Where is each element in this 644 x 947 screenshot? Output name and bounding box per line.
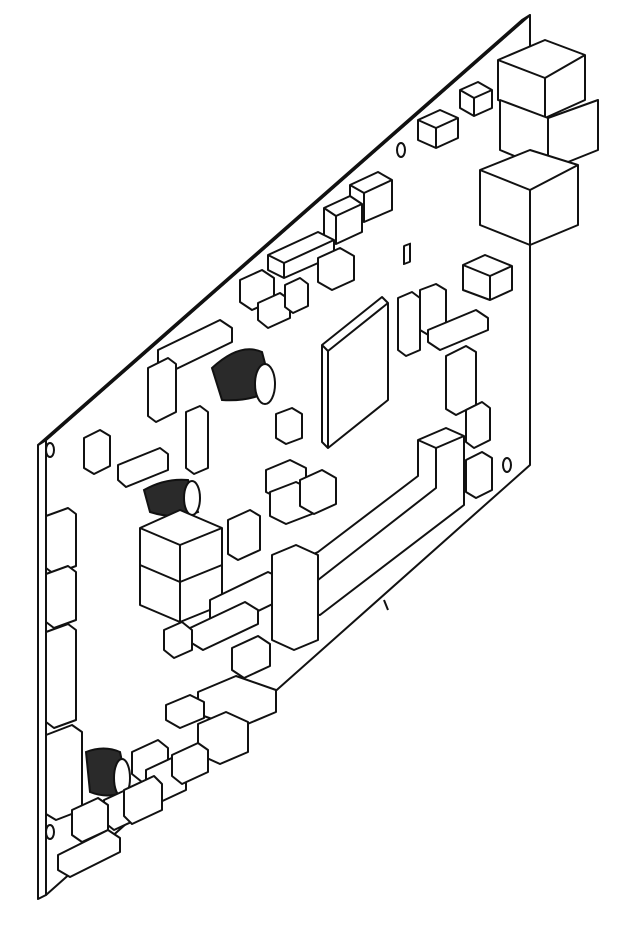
- board-mark: [383, 599, 389, 611]
- left-edge-connectors: [45, 507, 83, 821]
- top-edge-components: [147, 81, 493, 423]
- mounting-hole-left-bottom: [45, 824, 55, 840]
- main-ic-chip: [321, 296, 389, 449]
- middle-components: [83, 405, 337, 561]
- mounting-hole-left-top: [45, 442, 55, 458]
- right-side-components: [397, 254, 513, 499]
- capacitor-middle-cap: [183, 480, 201, 516]
- pcb-edge: [37, 439, 47, 900]
- mounting-hole-right: [502, 457, 512, 473]
- lower-components: [163, 544, 319, 765]
- capacitors: [84, 348, 276, 798]
- bottom-left-cluster: [57, 739, 209, 878]
- capacitor-top-cap: [254, 363, 276, 405]
- pcb-border-inset: [45, 14, 531, 441]
- mounting-hole-top: [396, 142, 406, 158]
- connector-stack: [479, 39, 599, 246]
- pcb-board: [37, 14, 531, 900]
- connector-top: [497, 39, 586, 119]
- transformer-block: [139, 509, 223, 623]
- mounting-holes: [45, 142, 512, 840]
